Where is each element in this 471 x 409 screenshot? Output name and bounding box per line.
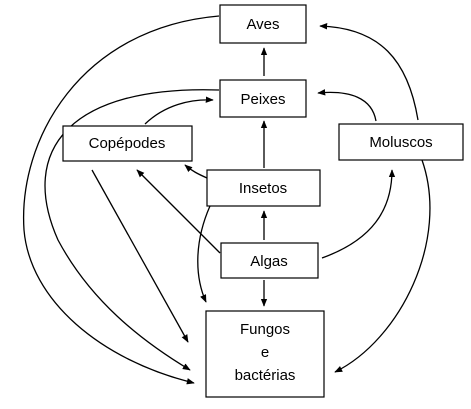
- node-fungos-label-line3: bactérias: [235, 367, 296, 384]
- node-moluscos-label: Moluscos: [369, 134, 432, 151]
- edge-copepodes-fungos: [91, 169, 189, 343]
- edges: [22, 15, 431, 385]
- edge-moluscos-fungos: [334, 159, 431, 373]
- node-fungos-label-line1: Fungos: [240, 321, 290, 338]
- edge-moluscos-aves: [319, 23, 419, 121]
- node-peixes: Peixes: [219, 79, 307, 118]
- edge-insetos-fungos: [197, 205, 211, 303]
- node-insetos: Insetos: [206, 169, 321, 207]
- edge-moluscos-peixes: [317, 89, 377, 122]
- edge-algas-copepodes: [136, 169, 221, 254]
- node-fungos-bacterias: Fungos e bactérias: [205, 310, 325, 398]
- node-aves: Aves: [219, 4, 307, 44]
- node-insetos-label: Insetos: [239, 180, 287, 197]
- edge-algas-moluscos: [321, 169, 396, 259]
- node-moluscos: Moluscos: [338, 123, 464, 161]
- node-copepodes-label: Copépodes: [89, 135, 166, 152]
- edge-aves-fungos: [22, 15, 220, 385]
- node-algas: Algas: [220, 242, 319, 279]
- node-algas-label: Algas: [250, 253, 288, 270]
- edge-peixes-fungos: [44, 89, 220, 371]
- node-peixes-label: Peixes: [240, 91, 285, 108]
- edge-insetos-copepodes: [184, 164, 208, 179]
- node-copepodes: Copépodes: [62, 125, 193, 162]
- node-aves-label: Aves: [246, 16, 279, 33]
- node-fungos-label-line2: e: [261, 344, 269, 361]
- edge-copepodes-peixes: [144, 96, 214, 125]
